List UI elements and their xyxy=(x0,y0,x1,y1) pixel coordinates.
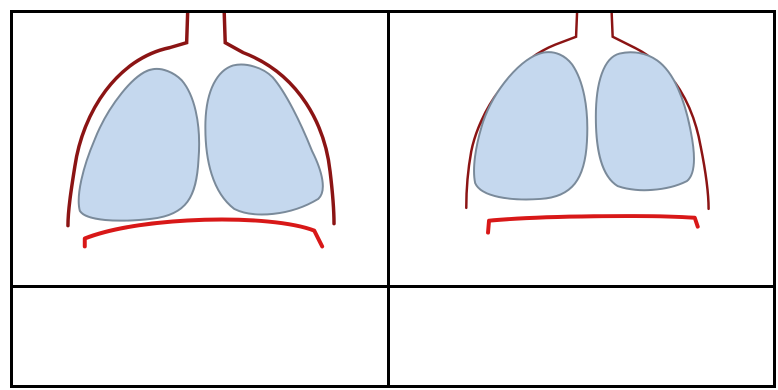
right-lung xyxy=(596,52,694,190)
panel-right-answer xyxy=(390,288,773,385)
left-lung xyxy=(474,52,587,199)
diaphragm-domed xyxy=(85,219,322,246)
panel-right-diagram xyxy=(390,13,773,288)
panel-left-answer xyxy=(13,288,390,385)
diaphragm-flattened xyxy=(488,216,698,233)
thorax-diagram-left xyxy=(13,13,387,285)
thorax-diagram-right xyxy=(390,13,773,285)
left-lung xyxy=(79,69,199,221)
breathing-worksheet-table xyxy=(10,10,776,388)
right-lung xyxy=(205,65,322,215)
panel-left-diagram xyxy=(13,13,390,288)
